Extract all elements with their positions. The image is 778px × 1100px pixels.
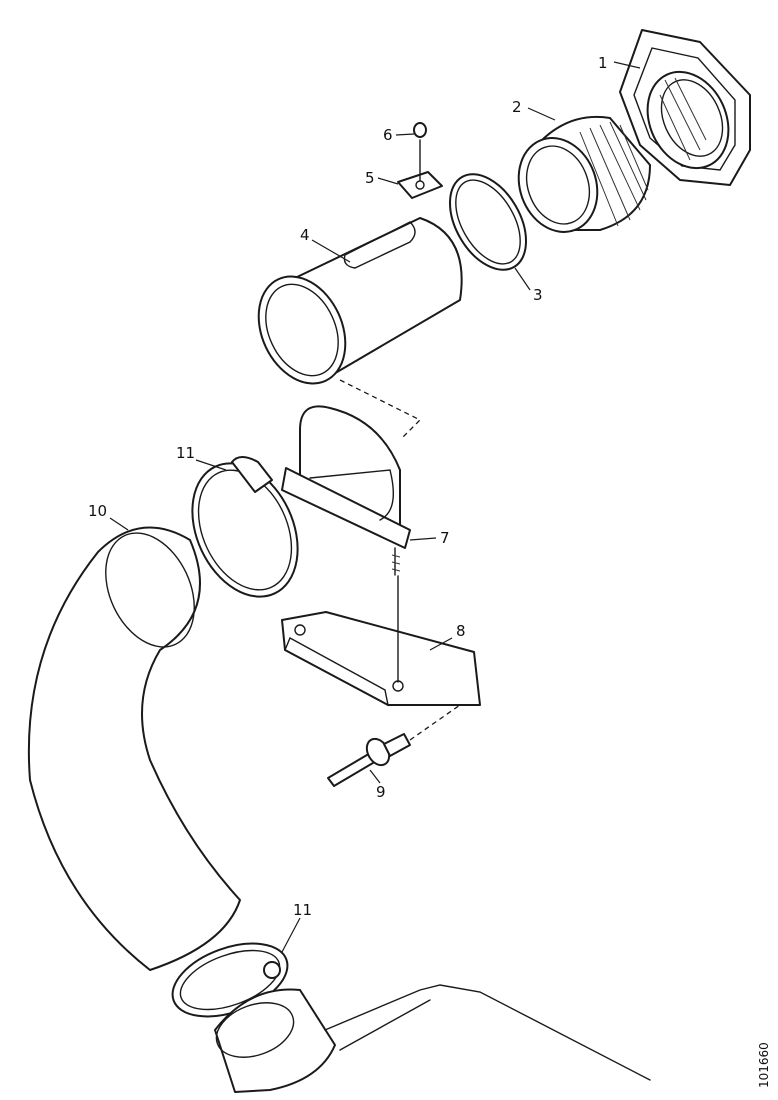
callout-2-upper: 2 [512, 98, 522, 116]
callout-1: 1 [598, 54, 608, 72]
callout-8: 8 [456, 622, 466, 640]
part-6-screw [413, 122, 427, 181]
part-4-sleeve-tube [257, 217, 463, 385]
part-3-o-ring [449, 173, 527, 271]
callout-10: 10 [88, 502, 107, 520]
part-7-u-bolt-clamp [281, 405, 411, 576]
callout-11-upper: 11 [176, 444, 195, 462]
callout-9: 9 [376, 783, 386, 801]
part-10-exhaust-hose [27, 526, 241, 971]
callout-7: 7 [440, 529, 450, 547]
callout-11-lower: 11 [293, 901, 312, 919]
part-1-hex-nut [619, 29, 751, 186]
figure-id: 101660 [757, 1042, 771, 1088]
callout-5: 5 [365, 169, 375, 187]
part-2-threaded-adapter [517, 116, 651, 233]
part-8-mounting-bracket [281, 575, 481, 707]
assembly-guide-line [339, 379, 422, 439]
part-5-clip-plate [397, 171, 443, 199]
callouts: 1 2 6 5 4 3 11 10 7 8 9 11 [88, 54, 641, 953]
callout-3: 3 [533, 286, 543, 304]
callout-6: 6 [383, 126, 393, 144]
callout-4: 4 [300, 226, 310, 244]
outlet-fitting [214, 984, 651, 1093]
part-9-pin [327, 704, 461, 787]
